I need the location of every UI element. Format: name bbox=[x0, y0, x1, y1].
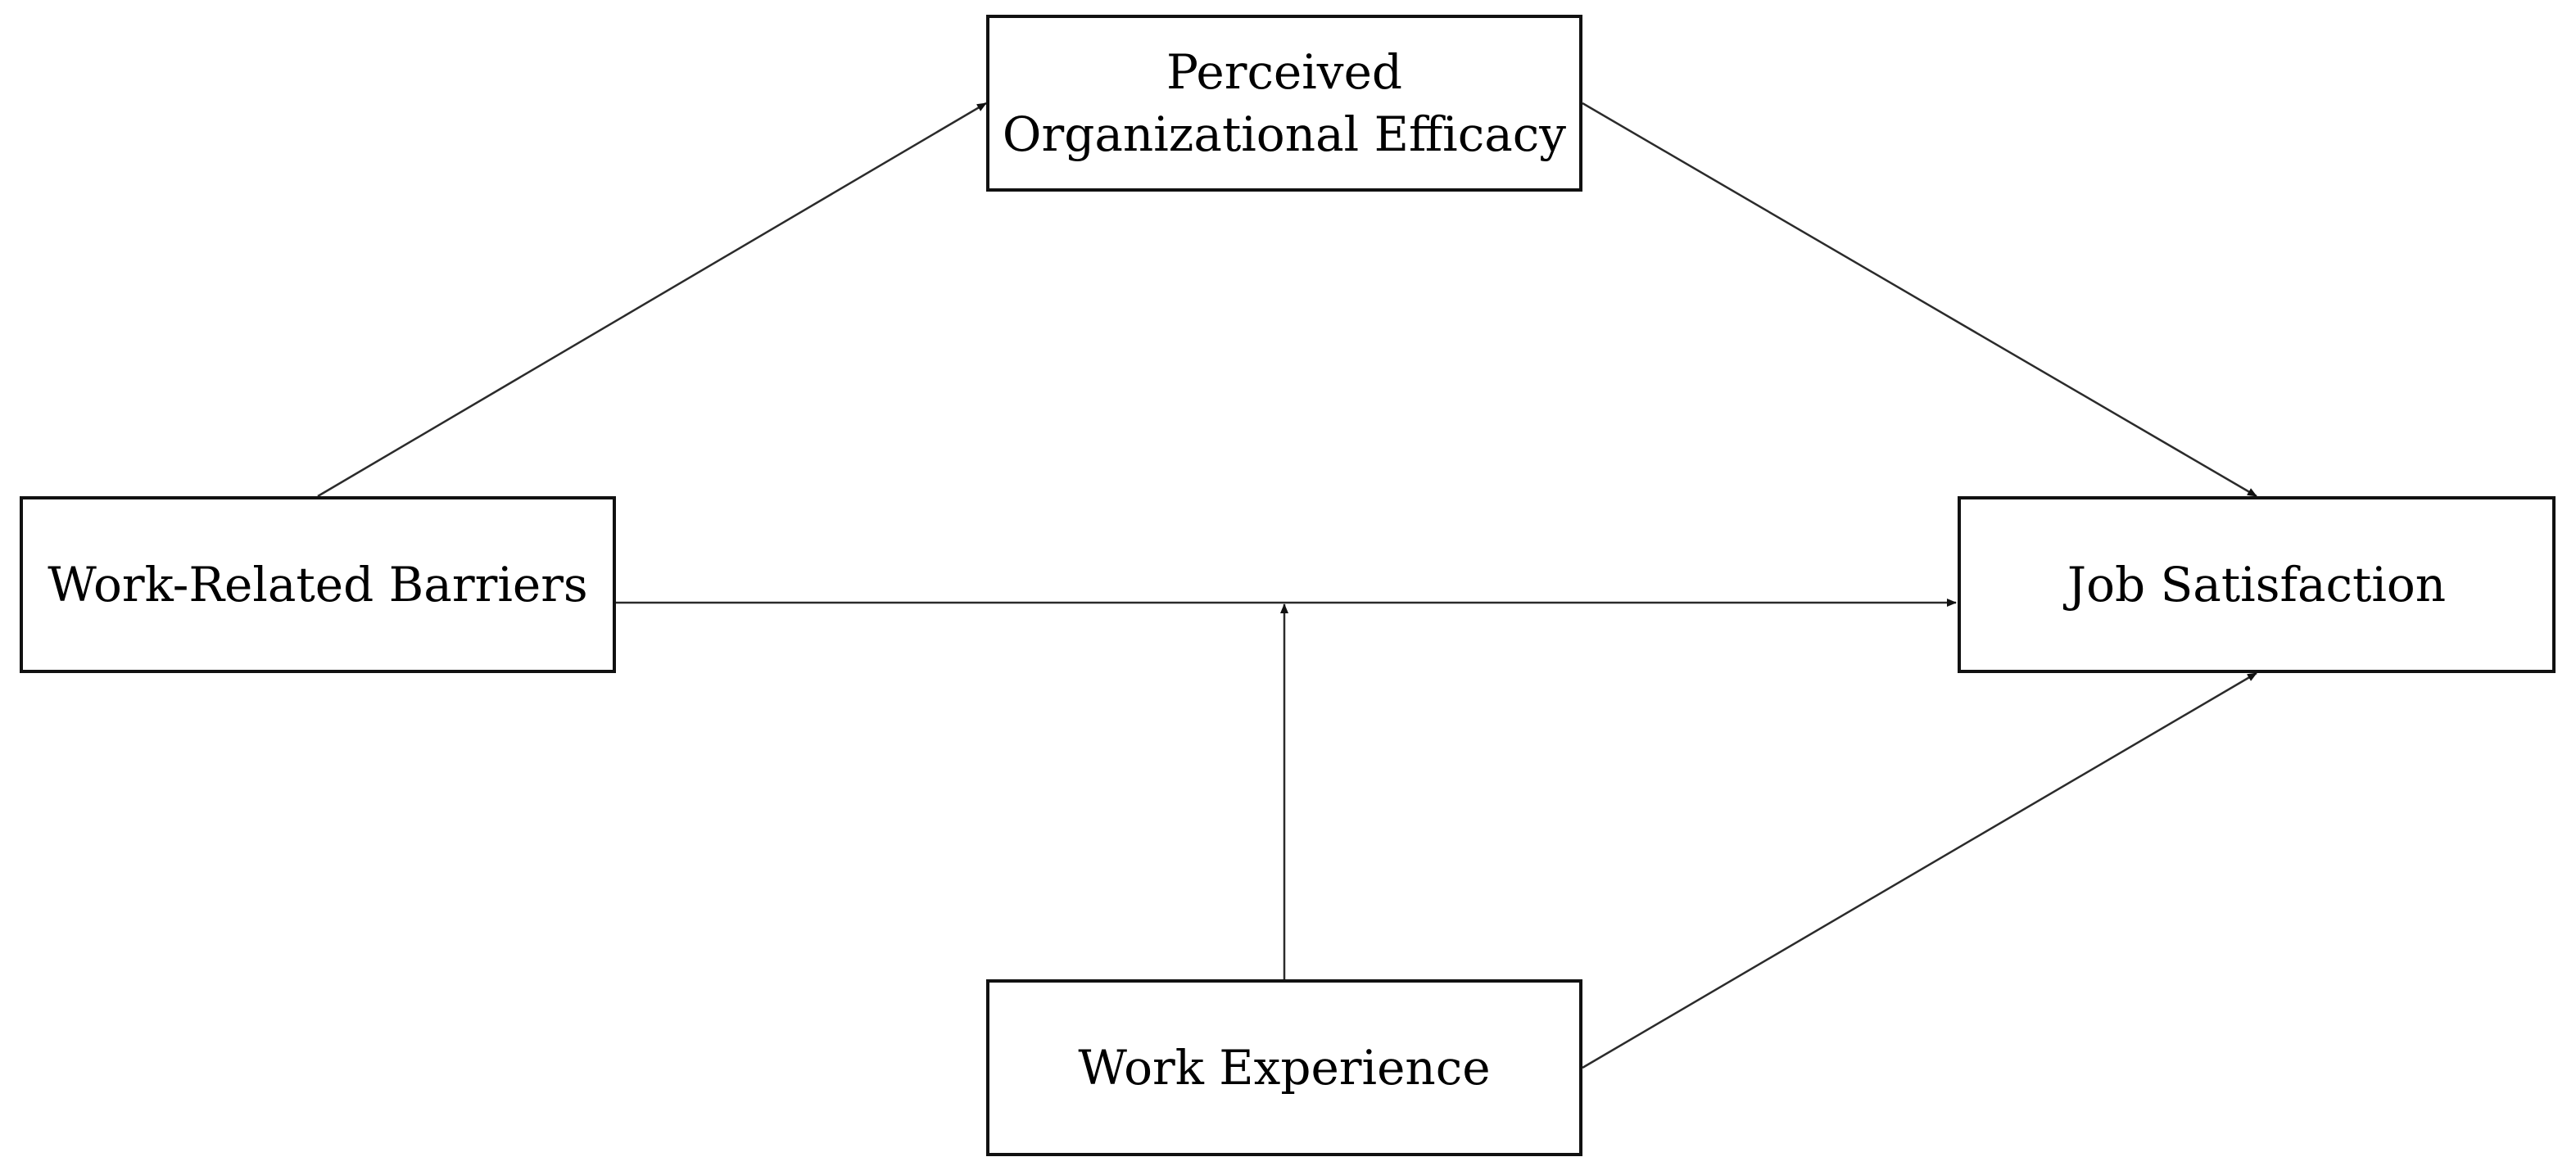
node-job-satisfaction: Job Satisfaction bbox=[1958, 496, 2556, 673]
node-label-line1: Perceived bbox=[1166, 44, 1403, 100]
node-label-line2: Organizational Efficacy bbox=[1002, 106, 1567, 162]
edge-efficacy-to-satisfaction bbox=[1582, 102, 2257, 498]
edge-barriers-to-efficacy bbox=[317, 102, 987, 498]
edge-experience-to-satisfaction bbox=[1582, 671, 2257, 1069]
node-label: Job Satisfaction bbox=[2067, 557, 2447, 612]
node-label: Work Experience bbox=[1078, 1040, 1491, 1096]
node-work-related-barriers: Work-Related Barriers bbox=[20, 496, 616, 673]
node-perceived-organizational-efficacy: Perceived Organizational Efficacy bbox=[986, 15, 1582, 192]
node-label: Work-Related Barriers bbox=[48, 557, 588, 612]
node-work-experience: Work Experience bbox=[986, 979, 1582, 1156]
